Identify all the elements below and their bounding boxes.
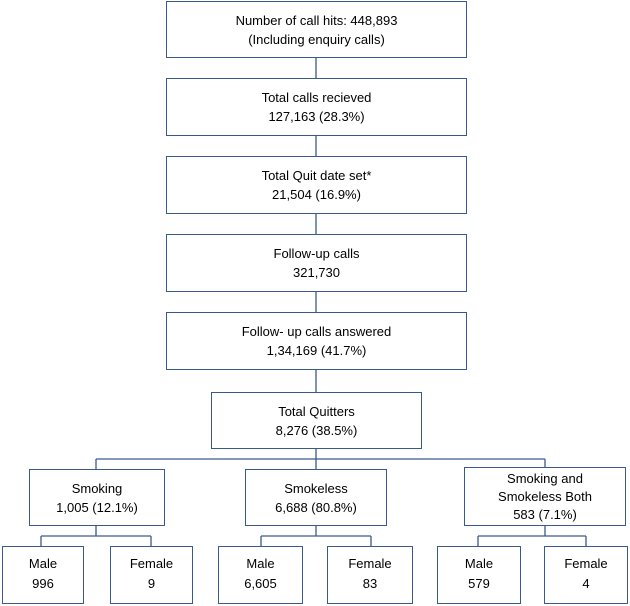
- node-smoking: Smoking 1,005 (12.1%): [29, 469, 165, 526]
- node-smokeless-male-line2: 6,605: [244, 576, 277, 591]
- node-smoking-line2: 1,005 (12.1%): [56, 499, 138, 515]
- node-smokeless: Smokeless 6,688 (80.8%): [245, 469, 387, 526]
- node-total-quitters: Total Quitters 8,276 (38.5%): [211, 392, 422, 449]
- node-call-hits-line2: (Including enquiry calls): [248, 31, 385, 47]
- node-both-line1: Smoking and: [507, 470, 583, 486]
- node-followup-calls: Follow-up calls 321,730: [166, 234, 467, 292]
- node-smokeless-line2: 6,688 (80.8%): [275, 499, 357, 515]
- node-both-female-line1: Female: [564, 556, 608, 571]
- node-followup-calls-line1: Follow-up calls: [273, 246, 360, 261]
- node-followup-calls-line2: 321,730: [293, 265, 340, 280]
- node-smoking-smokeless-both: Smoking and Smokeless Both 583 (7.1%): [464, 467, 626, 526]
- node-followup-answered: Follow- up calls answered 1,34,169 (41.7…: [166, 312, 467, 370]
- node-smokeless-female-line1: Female: [348, 556, 392, 571]
- node-smokeless-female-line2: 83: [362, 576, 378, 591]
- node-calls-received-line2: 127,163 (28.3%): [268, 109, 365, 124]
- node-followup-answered-line2: 1,34,169 (41.7%): [266, 343, 367, 358]
- node-smoking-female-line1: Female: [129, 556, 174, 571]
- node-calls-received-line1: Total calls recieved: [261, 90, 372, 105]
- node-smokeless-male-line1: Male: [246, 556, 275, 571]
- node-quit-date-line2: 21,504 (16.9%): [272, 187, 361, 202]
- node-smoking-female-line2: 9: [147, 576, 156, 591]
- node-both-female: Female 4: [544, 546, 628, 604]
- node-smoking-male: Male 996: [2, 546, 84, 604]
- node-both-male-line1: Male: [464, 556, 494, 571]
- node-both-male: Male 579: [437, 546, 521, 604]
- node-smokeless-female: Female 83: [327, 546, 413, 604]
- node-smokeless-male: Male 6,605: [218, 546, 303, 604]
- node-smoking-male-line2: 996: [32, 576, 54, 591]
- node-smoking-female: Female 9: [110, 546, 193, 604]
- node-smokeless-line1: Smokeless: [284, 480, 348, 496]
- node-both-line3: 583 (7.1%): [513, 506, 577, 522]
- node-smoking-male-line1: Male: [28, 556, 58, 571]
- node-total-quitters-line1: Total Quitters: [278, 403, 355, 419]
- node-total-quitters-line2: 8,276 (38.5%): [275, 422, 358, 438]
- node-both-male-line2: 579: [468, 576, 490, 591]
- node-call-hits: Number of call hits: 448,893 (Including …: [166, 1, 467, 58]
- node-both-female-line2: 4: [582, 576, 590, 591]
- node-both-line2: Smokeless Both: [498, 488, 592, 504]
- node-calls-received: Total calls recieved 127,163 (28.3%): [166, 78, 467, 136]
- node-quit-date: Total Quit date set* 21,504 (16.9%): [166, 156, 467, 214]
- node-call-hits-line1: Number of call hits: 448,893: [235, 12, 398, 28]
- node-quit-date-line1: Total Quit date set*: [261, 168, 372, 183]
- node-smoking-line1: Smoking: [71, 480, 123, 496]
- node-followup-answered-line1: Follow- up calls answered: [241, 324, 392, 339]
